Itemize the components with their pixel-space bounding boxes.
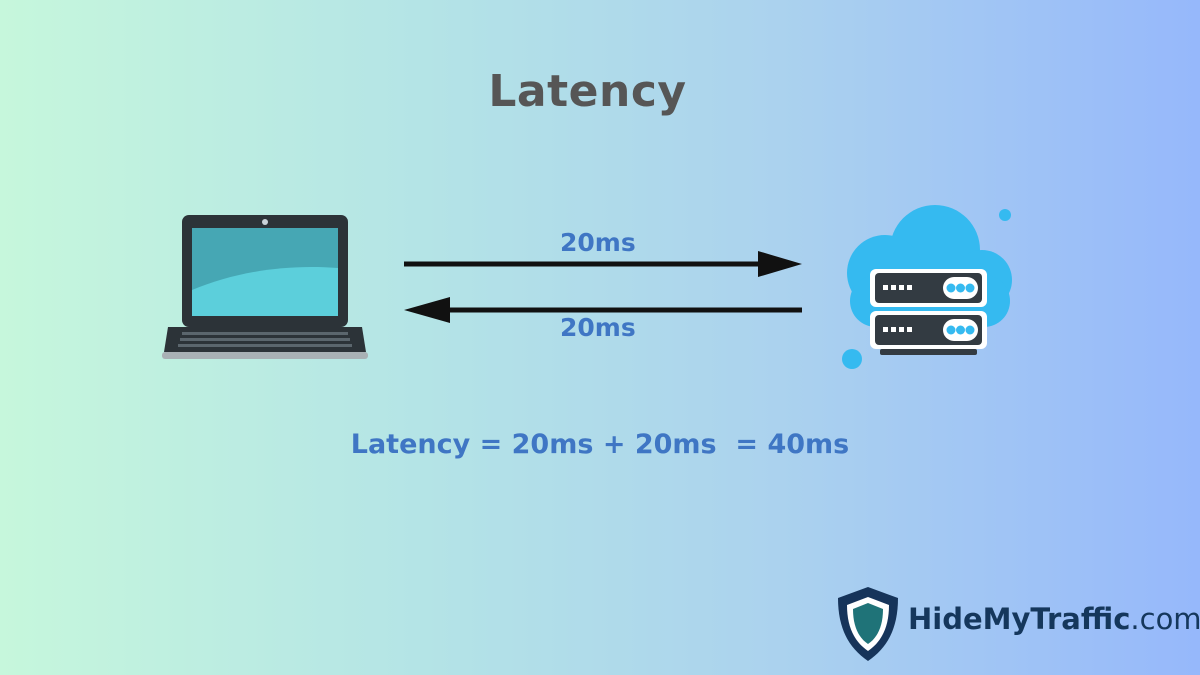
- latency-arrows: [404, 251, 802, 323]
- shield-logo-icon: [838, 587, 898, 661]
- diagram-title: Latency: [488, 66, 687, 117]
- forward-latency-label: 20ms: [560, 228, 636, 257]
- return-latency-label: 20ms: [560, 313, 636, 342]
- brand-name: HideMyTraffic.com: [908, 602, 1200, 636]
- brand-name-text: HideMyTraffic: [908, 602, 1131, 636]
- cloud-server-icon: [842, 205, 1012, 369]
- forward-arrow: [404, 251, 802, 277]
- return-arrow: [404, 297, 802, 323]
- brand-domain-suffix: .com: [1130, 602, 1200, 636]
- latency-formula: Latency = 20ms + 20ms = 40ms: [350, 429, 850, 460]
- laptop-icon: [162, 215, 368, 359]
